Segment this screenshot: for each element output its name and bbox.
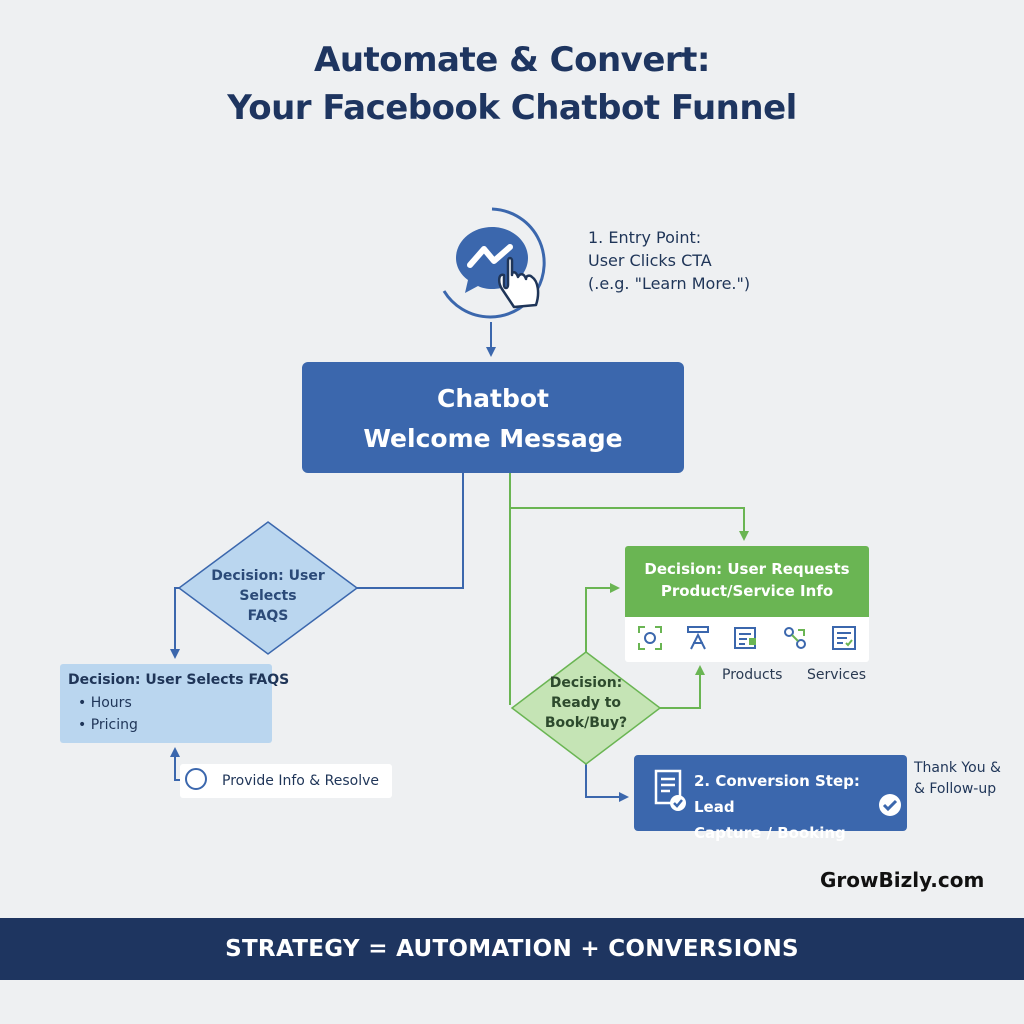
faq-item: • Pricing [78,717,138,733]
entry-point-action: User Clicks CTA [588,251,712,270]
faq-decision-line-3: FAQS [247,608,289,624]
faq-decision-label: Decision: User Selects FAQS [206,566,330,626]
structure-icon [687,626,709,650]
services-label: Services [807,667,867,683]
circle-icon [185,768,207,790]
book-decision-line-3: Book/Buy? [544,715,628,731]
resolve-box: Provide Info & Resolve [180,764,392,798]
thank-you-line-2: & Follow-up [914,781,997,797]
faq-box: Decision: User Selects FAQS • Hours • Pr… [60,664,290,743]
product-service-card: Decision: User Requests Product/Service … [625,546,869,662]
link-icon [784,627,806,649]
faq-decision-line-2: Selects [239,588,297,604]
welcome-message-box: Chatbot Welcome Message [302,362,684,473]
faq-decision-diamond [177,521,359,655]
welcome-line-1: Chatbot [437,384,549,413]
entry-point-text: 1. Entry Point: User Clicks CTA (.e.g. "… [588,226,750,295]
faq-box-header: Decision: User Selects FAQS [68,672,290,688]
connector-welcome-to-faq [357,473,464,589]
entry-point-example: (.e.g. "Learn More.") [588,274,751,293]
faq-item-label: Hours [90,695,132,711]
entry-point-title: 1. Entry Point: [588,228,702,247]
conversion-step-box: 2. Conversion Step: Lead Capture / Booki… [634,755,907,842]
brand-name: GrowBizly.com [820,868,985,892]
book-decision-label: Decision: Ready to Book/Buy? [536,673,636,733]
thank-you-line-1: Thank You & [914,760,1001,776]
messenger-cursor-icon [442,207,546,319]
product-card-line-2: Product/Service Info [660,582,834,600]
connector-book-to-product-upper [585,583,620,662]
faq-item: • Hours [78,695,132,711]
footer-banner: STRATEGY = AUTOMATION + CONVERSIONS [0,918,1024,980]
product-card-header: Decision: User Requests Product/Service … [625,546,869,617]
book-decision-line-1: Decision: [549,675,623,691]
connector-faq-diamond-to-box [170,587,180,659]
title-line-1: Automate & Convert: [314,40,711,80]
resolve-label: Provide Info & Resolve [222,773,380,789]
conversion-text: 2. Conversion Step: Lead Capture / Booki… [694,768,899,846]
thank-you-text: Thank You & & Follow-up [914,758,1001,800]
conversion-line-2: Capture / Booking [694,824,846,842]
connector-welcome-to-product [509,473,749,541]
document-icon [734,627,756,649]
faq-item-label: Pricing [90,717,138,733]
faq-decision-line-1: Decision: User [211,568,325,584]
form-check-icon [654,769,686,811]
title-line-2: Your Facebook Chatbot Funnel [227,88,797,128]
book-decision-diamond [510,651,662,765]
connector-resolve-to-faq [170,747,180,781]
conversion-line-1: 2. Conversion Step: Lead [694,772,860,816]
scan-icon [638,626,662,650]
list-icon [832,626,856,650]
checkmark-icon [879,794,901,816]
product-card-line-1: Decision: User Requests [644,560,850,578]
products-label: Products [722,667,783,683]
book-decision-line-2: Ready to [550,695,622,711]
connector-book-to-product-icons [660,665,705,709]
connector-book-to-conversion [585,762,629,802]
product-icon-row [625,625,869,655]
welcome-line-2: Welcome Message [363,424,623,453]
